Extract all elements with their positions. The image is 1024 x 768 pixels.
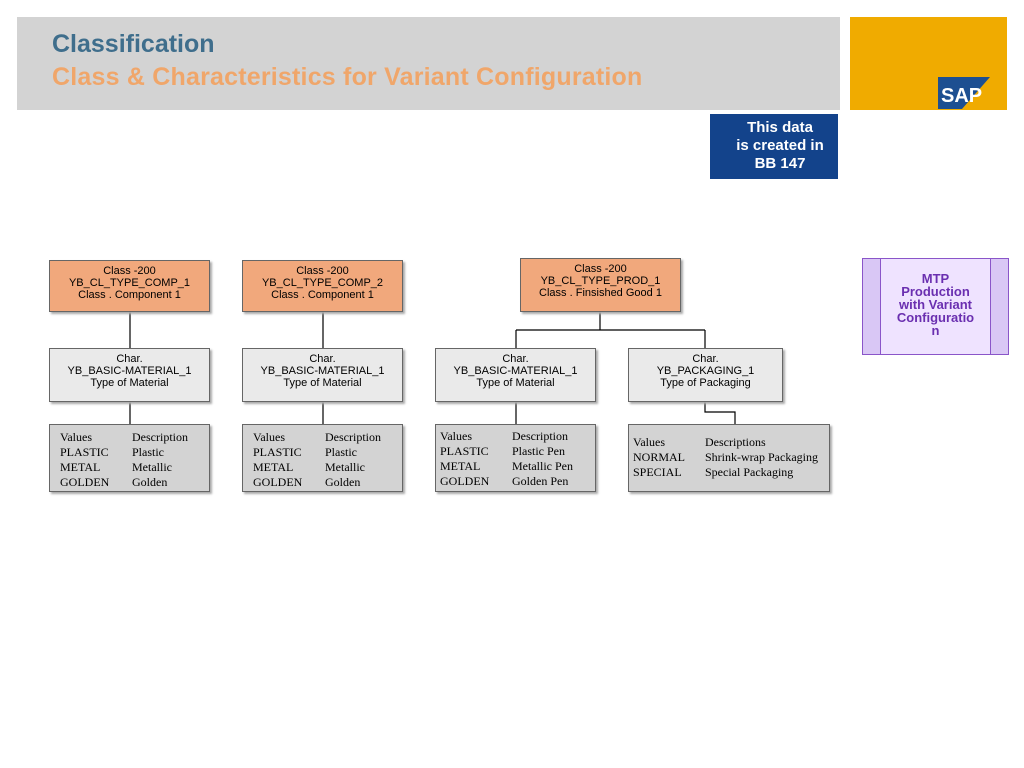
values-header: Values Description [60,430,209,445]
value-code: PLASTIC [60,445,109,459]
scenario-line: MTP [921,271,950,286]
node-line: YB_CL_TYPE_PROD_1 [540,275,661,287]
value-row: PLASTIC Plastic Pen [440,444,595,459]
value-description: Plastic [132,445,164,459]
node-line: Char. [309,353,336,365]
node-line: Class -200 [574,263,627,275]
sap-logo-text: SAP [941,85,982,107]
class-node-comp-2: Class -200 YB_CL_TYPE_COMP_2 Class . Com… [242,260,403,312]
sap-logo-block: SAP [850,17,1007,110]
value-row: NORMAL Shrink-wrap Packaging [633,450,829,465]
value-row: PLASTIC Plastic [253,445,402,460]
node-line: Class . Component 1 [78,289,181,301]
node-line: Type of Material [476,377,555,389]
values-table-material-2: Values Description PLASTIC Plastic METAL… [242,424,403,492]
values-column-header: Values [633,435,665,449]
value-code: GOLDEN [253,475,303,489]
value-code: GOLDEN [60,475,110,489]
value-description: Shrink-wrap Packaging [705,450,818,464]
scenario-label: MTP Production with Variant Configuratio… [880,258,991,355]
value-description: Plastic [325,445,357,459]
scenario-line: with Variant [899,297,972,312]
value-description: Golden Pen [512,474,569,488]
values-table-material-1: Values Description PLASTIC Plastic METAL… [49,424,210,492]
description-column-header: Description [512,429,568,443]
values-header: Values Descriptions [633,435,829,450]
value-description: Golden [325,475,361,489]
value-row: METAL Metallic [60,460,209,475]
source-note-line: BB 147 [754,155,806,172]
char-node-material-3: Char. YB_BASIC-MATERIAL_1 Type of Materi… [435,348,596,402]
values-table-material-3: Values Description PLASTIC Plastic Pen M… [435,424,596,492]
node-line: Type of Packaging [660,377,751,389]
page-title: Classification [52,30,215,58]
node-line: YB_BASIC-MATERIAL_1 [67,365,192,377]
char-node-material-2: Char. YB_BASIC-MATERIAL_1 Type of Materi… [242,348,403,402]
node-line: Class -200 [296,265,349,277]
char-node-packaging-1: Char. YB_PACKAGING_1 Type of Packaging [628,348,783,402]
sap-logo-icon: SAP [938,77,990,109]
node-line: Char. [692,353,719,365]
header-band [17,17,840,110]
source-note: This data is created in BB 147 [710,114,838,179]
node-line: YB_CL_TYPE_COMP_2 [261,277,384,289]
node-line: Class -200 [103,265,156,277]
connector-line [704,402,736,424]
node-line: Char. [502,353,529,365]
value-code: METAL [253,460,294,474]
description-column-header: Descriptions [705,435,766,449]
value-description: Metallic [132,460,172,474]
values-column-header: Values [440,429,472,443]
class-node-prod-1: Class -200 YB_CL_TYPE_PROD_1 Class . Fin… [520,258,681,312]
node-line: Class . Component 1 [271,289,374,301]
node-line: Type of Material [90,377,169,389]
node-line: YB_BASIC-MATERIAL_1 [260,365,385,377]
node-line: YB_CL_TYPE_COMP_1 [68,277,191,289]
scenario-line: Configuratio [896,310,975,325]
node-line: Char. [116,353,143,365]
node-line: YB_PACKAGING_1 [656,365,755,377]
value-description: Metallic Pen [512,459,573,473]
values-table-packaging-1: Values Descriptions NORMAL Shrink-wrap P… [628,424,830,492]
value-description: Special Packaging [705,465,794,479]
value-code: GOLDEN [440,474,490,488]
value-row: SPECIAL Special Packaging [633,465,829,480]
value-description: Plastic Pen [512,444,565,458]
node-line: Type of Material [283,377,362,389]
values-header: Values Description [253,430,402,445]
value-row: GOLDEN Golden [253,475,402,490]
source-note-line: This data [747,119,813,136]
value-code: PLASTIC [253,445,302,459]
value-row: METAL Metallic [253,460,402,475]
char-node-material-1: Char. YB_BASIC-MATERIAL_1 Type of Materi… [49,348,210,402]
values-column-header: Values [60,430,92,444]
value-description: Golden [132,475,168,489]
value-description: Metallic [325,460,365,474]
values-column-header: Values [253,430,285,444]
description-column-header: Description [325,430,381,444]
description-column-header: Description [132,430,188,444]
source-note-line: is created in [736,137,824,154]
value-code: SPECIAL [633,465,682,479]
value-code: METAL [440,459,481,473]
value-row: GOLDEN Golden [60,475,209,490]
scenario-box: MTP Production with Variant Configuratio… [862,258,1009,355]
value-row: METAL Metallic Pen [440,459,595,474]
value-row: GOLDEN Golden Pen [440,474,595,489]
value-row: PLASTIC Plastic [60,445,209,460]
scenario-line: Production [901,284,970,299]
node-line: Class . Finsished Good 1 [539,287,662,299]
value-code: PLASTIC [440,444,489,458]
value-code: METAL [60,460,101,474]
node-line: YB_BASIC-MATERIAL_1 [453,365,578,377]
value-code: NORMAL [633,450,686,464]
scenario-line: n [931,323,940,338]
values-header: Values Description [440,429,595,444]
class-node-comp-1: Class -200 YB_CL_TYPE_COMP_1 Class . Com… [49,260,210,312]
page-subtitle: Class & Characteristics for Variant Conf… [52,63,643,91]
